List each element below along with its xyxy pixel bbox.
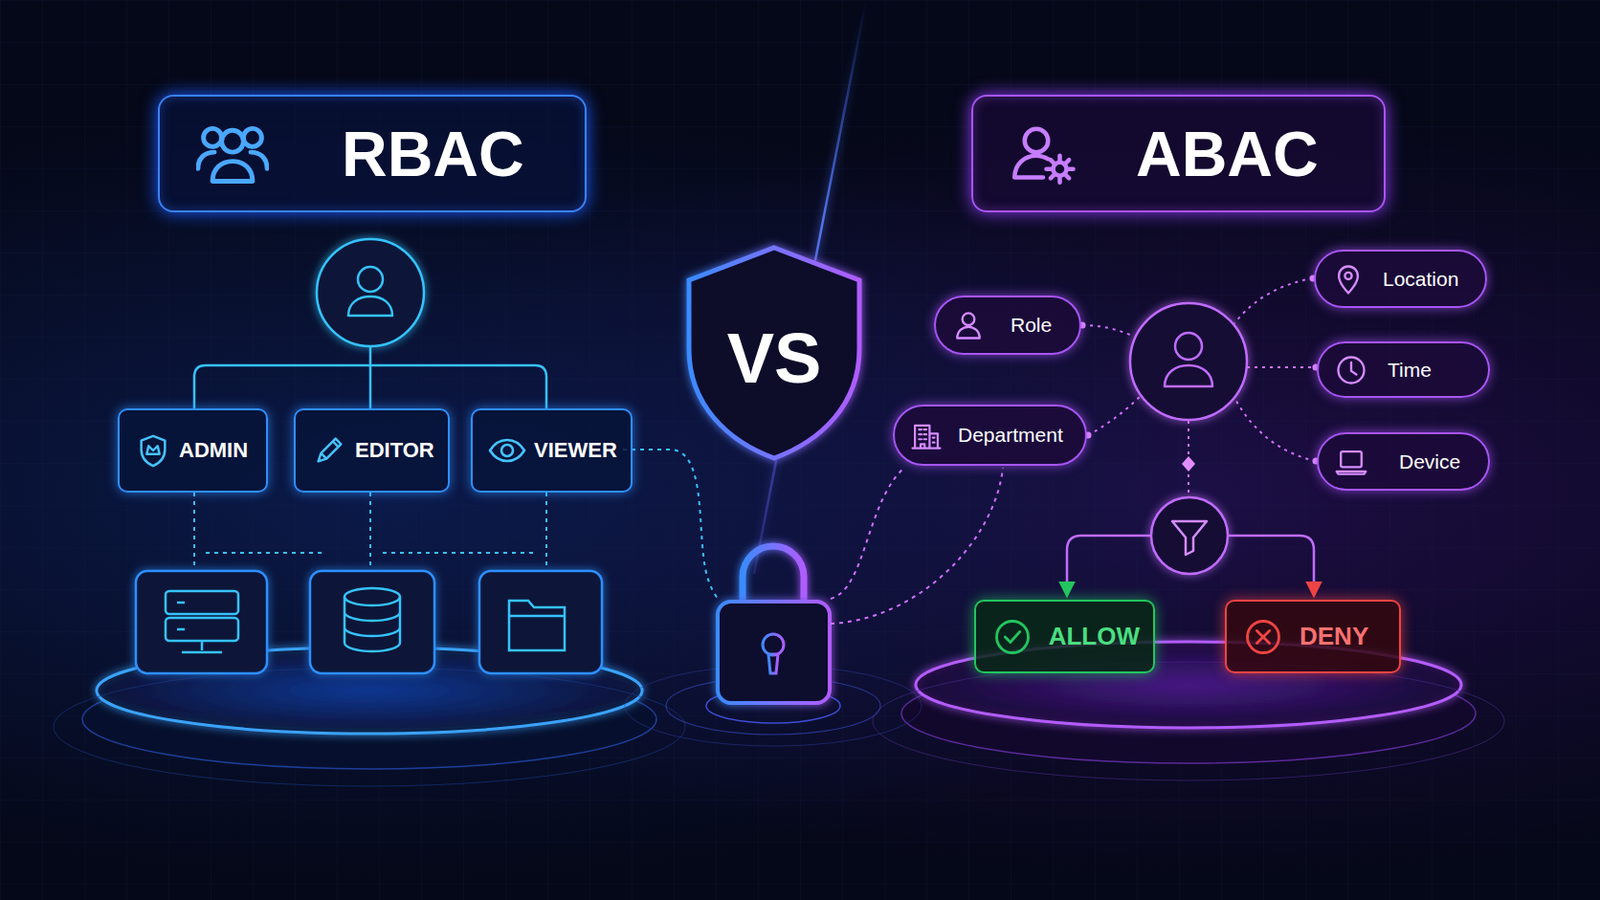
title-panel: ABAC [971,94,1386,213]
clock-icon [1333,353,1369,388]
check-icon [991,616,1034,659]
node-label: DENY [1299,622,1369,652]
people-icon [196,117,269,191]
node-label: VIEWER [533,438,618,464]
resource-boxes [135,571,602,674]
cross-icon [1242,616,1285,659]
versus-shield: VS [681,242,867,465]
usergear-icon [1009,120,1077,188]
link-dots [1079,275,1320,473]
node-label: ALLOW [1048,622,1140,652]
pin-icon [1331,262,1366,297]
node-label: Role [1010,313,1052,337]
role-box: VIEWER [470,408,633,493]
laptop-icon [1333,444,1369,480]
node-label: VS [727,317,823,400]
node-label: Time [1387,358,1432,382]
node-label: ABAC [1135,117,1319,191]
node-label: RBAC [341,117,525,191]
title-panel: RBAC [157,94,587,213]
attribute-pill: Device [1316,432,1490,491]
attribute-links [1082,278,1316,497]
attribute-pill: Department [892,404,1088,467]
attribute-pill: Time [1316,341,1490,399]
abac-platform [872,642,1505,781]
lock [624,546,922,747]
attribute-pill: Location [1313,249,1488,309]
role-resource-links [194,449,720,601]
resource-icons [165,588,565,653]
user-icon [951,308,986,343]
role-box: ADMIN [117,408,268,493]
pencil-icon [311,432,348,469]
crown-icon [134,432,172,469]
lock-attribute-links [830,467,1003,624]
building-icon [910,419,943,452]
node-label: Location [1382,267,1459,291]
decision-box: ALLOW [974,600,1156,674]
eye-icon [488,431,527,470]
node-label: ADMIN [178,438,248,464]
policy-filter [1066,497,1314,596]
attribute-pill: Role [933,295,1082,356]
decision-box: DENY [1224,600,1401,674]
node-label: EDITOR [355,438,435,464]
node-label: Department [957,423,1064,447]
abac-hub [1130,303,1247,421]
node-label: Device [1399,450,1461,474]
role-box: EDITOR [293,408,450,493]
rbac-tree [194,239,547,409]
